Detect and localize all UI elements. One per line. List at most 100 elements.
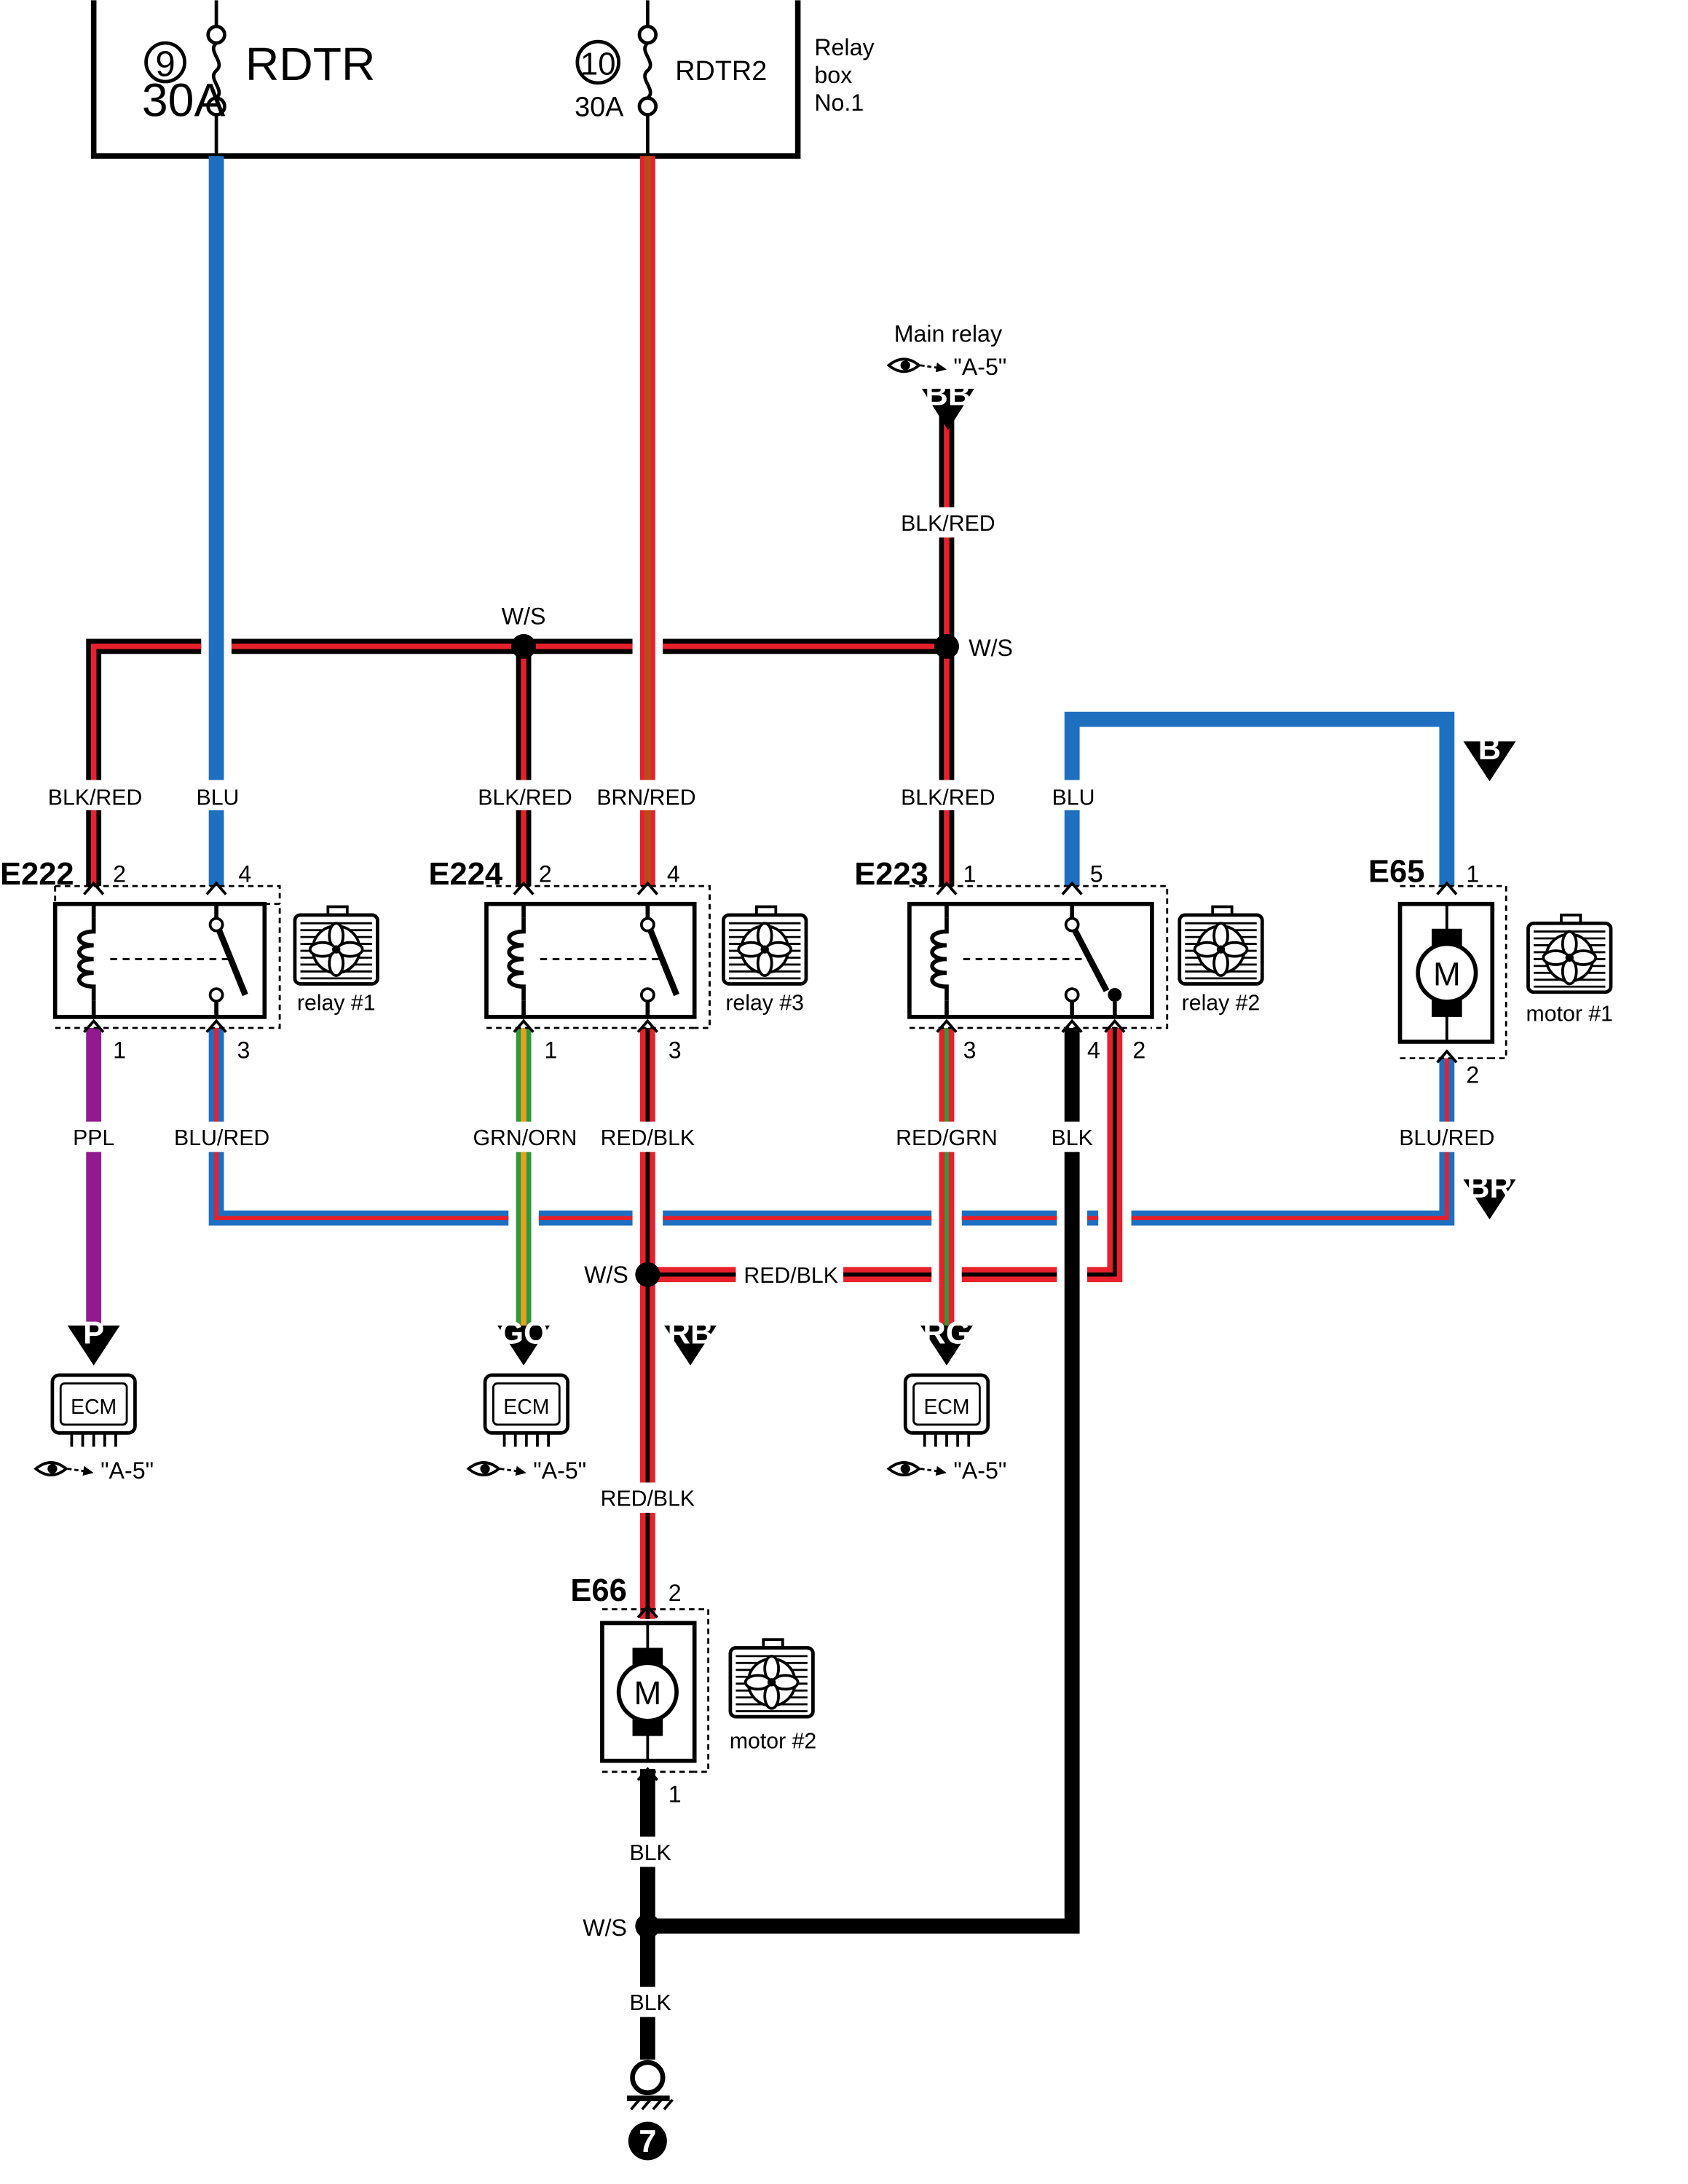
radiator-fan-icon <box>1528 915 1611 992</box>
motor-e66: M E66 2 1 motor #2 <box>570 1573 816 1807</box>
connector-tags: B BR P GO RB RG <box>67 732 1516 1366</box>
eye-reference-icon <box>467 1461 528 1477</box>
ecm-label: ECM <box>503 1396 549 1419</box>
motor-e65: M E65 1 2 motor #1 <box>1368 854 1613 1088</box>
connector-id: E223 <box>854 857 928 892</box>
wire-label: BLU/RED <box>1399 1126 1494 1150</box>
connector-id: E224 <box>428 857 502 892</box>
component-name: relay #2 <box>1182 991 1261 1015</box>
connector-id: E65 <box>1368 854 1424 889</box>
connector-tag-icon <box>1463 741 1516 782</box>
splice-label: W/S <box>502 604 546 630</box>
ecm-label: ECM <box>923 1396 969 1419</box>
splice-label: W/S <box>584 1262 628 1288</box>
connector-id: E66 <box>570 1573 626 1608</box>
eye-reference-icon <box>34 1461 95 1477</box>
wire-label: RED/BLK <box>601 1126 695 1150</box>
pin-number: 3 <box>963 1037 977 1064</box>
splice-point <box>635 1262 660 1287</box>
ecm-2: ECM "A-5" <box>467 1375 586 1484</box>
tag-label: B <box>1478 732 1501 767</box>
wire-label: BLU <box>1052 786 1095 810</box>
radiator-fan-icon <box>1180 906 1263 984</box>
connector-tag-icon <box>67 1325 120 1366</box>
connector-id: E222 <box>0 857 74 892</box>
wire-label: PPL <box>73 1126 114 1150</box>
wire-label: BLK/RED <box>901 786 995 810</box>
motor-symbol: M <box>1433 955 1461 992</box>
wire-labels: BLK/RED BLU BLK/RED BRN/RED BLK/RED BLU … <box>48 512 1495 2015</box>
fuse-9: 9 RDTR 30A <box>142 0 376 157</box>
tag-rb: RB <box>664 1315 717 1366</box>
main-relay-ref: "A-5" <box>953 354 1006 380</box>
pin-number: 1 <box>669 1781 682 1807</box>
fuse-name: RDTR <box>245 38 376 90</box>
pin-number: 4 <box>238 860 251 887</box>
pin-number: 1 <box>1466 860 1479 887</box>
pin-number: 5 <box>1090 860 1103 887</box>
component-name: motor #2 <box>730 1730 816 1754</box>
motor-icon: M <box>1416 941 1478 1004</box>
pin-number: 2 <box>1132 1037 1145 1064</box>
eye-reference-icon <box>887 357 948 374</box>
splice-point <box>934 633 960 659</box>
pin-number: 2 <box>669 1580 682 1606</box>
splice-point <box>511 633 537 659</box>
fuse-rating: 30A <box>142 74 226 126</box>
radiator-fan-icon <box>723 906 806 984</box>
wire-label: BLK/RED <box>48 786 143 810</box>
fuse-icon <box>211 41 221 100</box>
relay-e222: E222 2 4 1 3 relay #1 <box>0 857 378 1064</box>
wire-label: BRN/RED <box>596 786 695 810</box>
tag-p: P <box>67 1315 120 1366</box>
eye-reference-icon <box>887 1461 948 1477</box>
wire-label: BLU/RED <box>174 1126 269 1150</box>
fuse-10: 10 RDTR2 30A <box>575 0 767 157</box>
motor-symbol: M <box>634 1674 661 1712</box>
ecm-ref: "A-5" <box>953 1457 1006 1484</box>
wire-label: RED/GRN <box>896 1126 998 1150</box>
pin-number: 4 <box>1087 1037 1100 1064</box>
wire-label: BLK/RED <box>478 786 572 810</box>
tag-go: GO <box>497 1315 551 1366</box>
wire-label: RED/BLK <box>744 1264 838 1288</box>
splice-label: W/S <box>583 1915 627 1941</box>
radiator-fan-icon <box>730 1639 813 1717</box>
main-relay-reference: Main relay "A-5" BB <box>887 321 1006 430</box>
relay-e224: E224 2 4 1 3 relay #3 <box>428 857 806 1064</box>
fuse-number: 10 <box>580 47 615 82</box>
ground-icon <box>626 2095 674 2110</box>
pin-number: 2 <box>1466 1062 1479 1088</box>
tag-label: P <box>83 1315 104 1350</box>
relay-box-label-1: Relay <box>814 34 875 60</box>
fuse-number: 9 <box>155 44 175 84</box>
wire-label: GRN/ORN <box>473 1126 577 1150</box>
ground-number: 7 <box>639 2124 656 2159</box>
wire-label: BLK/RED <box>901 512 995 536</box>
tag-rg: RG <box>920 1315 973 1366</box>
component-name: relay #3 <box>725 991 804 1015</box>
splice-point <box>635 1913 660 1939</box>
wire-label: BLK <box>630 1991 671 2015</box>
relay-box-no1: 9 RDTR 30A 10 RDTR2 30A Relay box No.1 <box>90 0 875 159</box>
motor-icon: M <box>616 1661 679 1723</box>
ecm-label: ECM <box>71 1396 117 1419</box>
connector-tag-icon <box>664 1325 717 1366</box>
tag-label: RG <box>923 1315 970 1350</box>
tag-label: GO <box>499 1315 548 1350</box>
wire-label: BLK <box>630 1841 671 1865</box>
pin-number: 1 <box>544 1037 557 1064</box>
pin-number: 3 <box>669 1037 682 1064</box>
ecm-ref: "A-5" <box>533 1457 586 1484</box>
relay-e223: E223 1 5 3 4 2 relay #2 <box>854 857 1263 1064</box>
radiator-fan-icon <box>295 906 378 984</box>
component-name: relay #1 <box>297 991 376 1015</box>
connector-tag-icon <box>497 1325 551 1366</box>
fuse-icon <box>643 41 652 100</box>
wire-label: RED/BLK <box>601 1487 695 1511</box>
tag-label: BR <box>1467 1170 1513 1205</box>
splice-label: W/S <box>969 635 1013 661</box>
main-relay-label: Main relay <box>894 321 1003 347</box>
ground-point: 7 <box>626 2060 674 2161</box>
component-name: motor #1 <box>1526 1002 1613 1026</box>
